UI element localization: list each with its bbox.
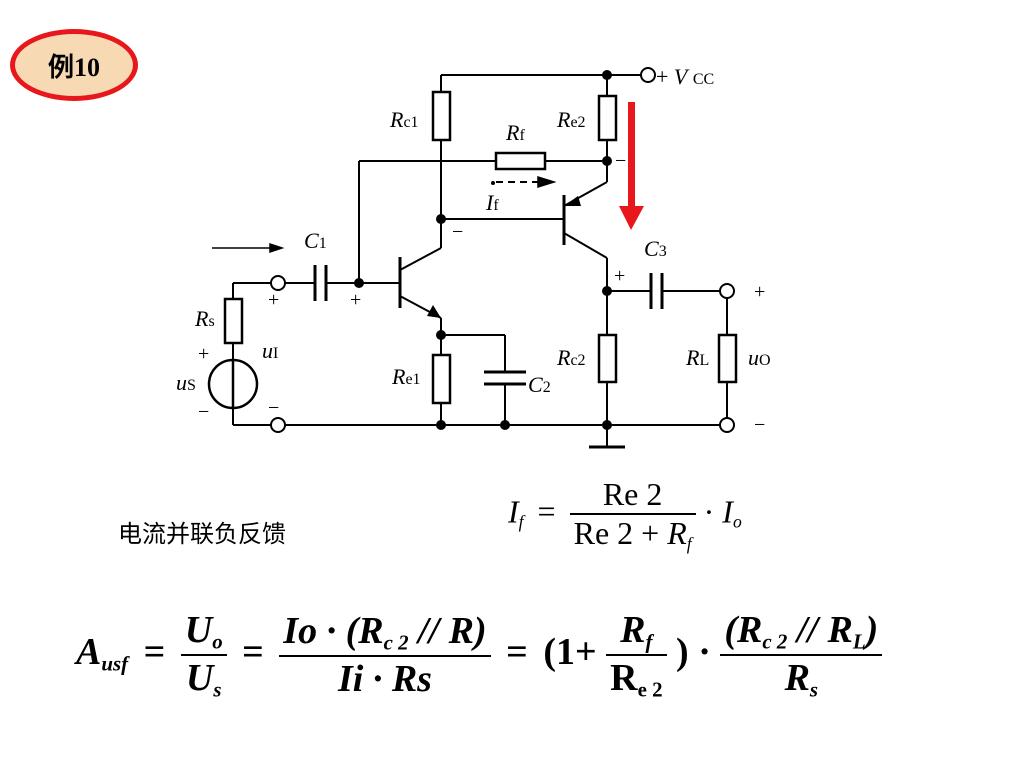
formula-if-fraction: Re 2 Re 2 + Rf — [569, 476, 696, 554]
capacitor-symbols — [313, 265, 664, 386]
if-dot — [491, 181, 495, 185]
label-c3: C3 — [644, 236, 667, 261]
label-re2: Re2 — [556, 107, 586, 132]
label-if: If — [485, 190, 499, 215]
label-us: uS — [176, 370, 196, 395]
resistor-re2 — [597, 94, 618, 142]
fraction-rc2-rl-rs: (Rc 2 // RL) Rs — [720, 608, 883, 703]
sign-out-plus: + — [754, 281, 765, 303]
label-rc2: Rc2 — [556, 345, 586, 370]
sign-out-minus: − — [754, 414, 765, 436]
sign-re2-minus: − — [615, 150, 626, 172]
resistor-symbols — [223, 90, 738, 405]
label-rf: Rf — [505, 120, 525, 145]
voltage-source — [207, 358, 259, 410]
fraction-rf-re2: Rf Re 2 — [606, 608, 667, 703]
resistor-rf — [494, 151, 547, 171]
label-re1: Re1 — [391, 364, 421, 389]
label-ui: uI — [262, 338, 278, 363]
feedback-arrow — [619, 102, 644, 230]
terminals — [270, 67, 735, 433]
example-badge-label: 例10 — [47, 52, 100, 82]
circuit-diagram: + V CC Rc1 Re2 Rf If C1 C3 Rs uI uS Re1 … — [176, 64, 771, 449]
formula-ausf: Ausf = Uo Us = Io · (Rc 2 // R) Ii · Rs … — [76, 608, 883, 703]
resistor-rl — [717, 333, 738, 384]
circuit-wires — [232, 74, 728, 449]
label-rc1: Rc1 — [389, 107, 419, 132]
polarity-signs: − − + + + − − + + − — [198, 150, 765, 436]
resistor-rs — [223, 297, 244, 345]
label-rl: RL — [685, 345, 709, 370]
sign-in-plus: + — [268, 289, 279, 311]
formula-if: If = Re 2 Re 2 + Rf · Io — [508, 476, 742, 554]
sign-us-minus: − — [198, 401, 209, 423]
fraction-uo-us: Uo Us — [180, 608, 227, 703]
vcc-label: + V CC — [656, 64, 714, 89]
example-badge: 例10 — [10, 29, 138, 101]
label-uo: uO — [748, 345, 771, 370]
component-labels: + V CC Rc1 Re2 Rf If C1 C3 Rs uI uS Re1 … — [176, 64, 771, 397]
signal-arrows — [212, 175, 557, 254]
sign-base-plus: + — [350, 289, 361, 311]
resistor-re1 — [431, 353, 452, 405]
transistor-emitter-arrows — [427, 196, 581, 318]
resistor-rc2 — [597, 333, 618, 384]
sign-ui-minus: − — [268, 397, 279, 419]
sign-us-plus: + — [198, 343, 209, 365]
fraction-io-ii: Io · (Rc 2 // R) Ii · Rs — [279, 609, 491, 701]
sign-c2out-plus: + — [614, 265, 625, 287]
junction-dots — [354, 70, 612, 430]
label-c2: C2 — [528, 372, 551, 397]
sign-t1c-minus: − — [452, 221, 463, 243]
circuit-caption: 电流并联负反馈 — [118, 520, 286, 548]
resistor-rc1 — [431, 90, 452, 142]
label-rs: Rs — [194, 306, 215, 331]
label-c1: C1 — [304, 228, 327, 253]
